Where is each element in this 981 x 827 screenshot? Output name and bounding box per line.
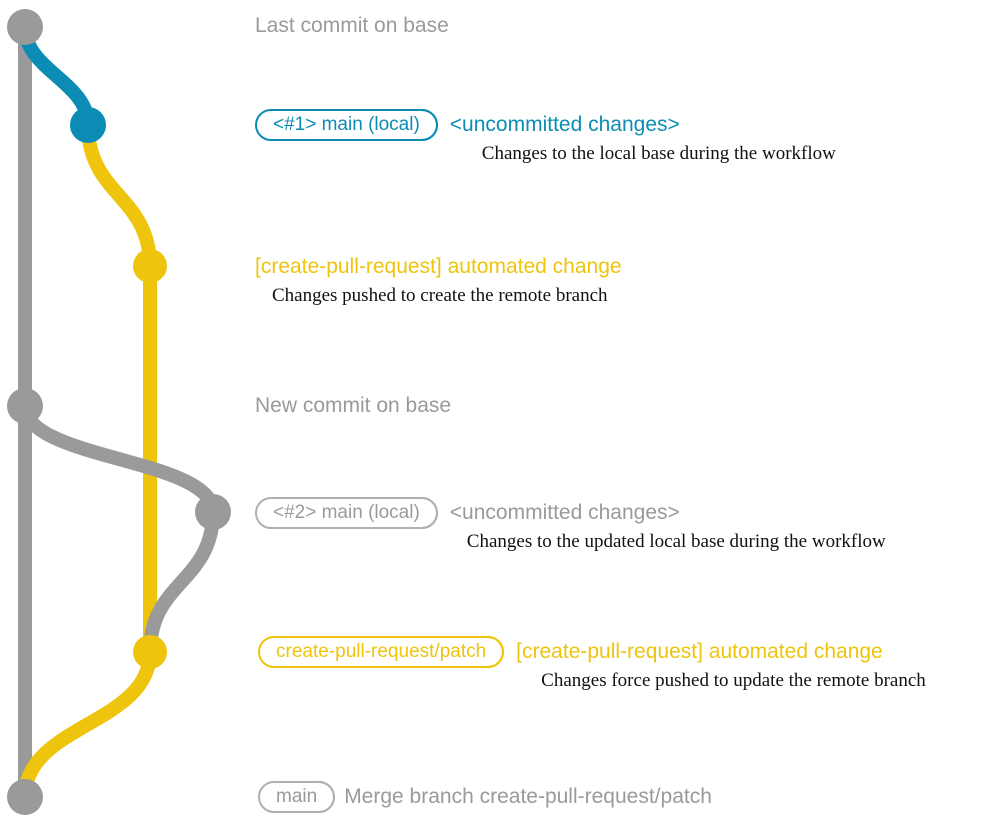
- entry-commit-4-patch-branch: create-pull-request/patch [create-pull-r…: [258, 636, 926, 692]
- node-patch-automated-2: [133, 635, 167, 669]
- entry-new-commit-on-base: New commit on base: [255, 390, 451, 422]
- entry-subtext: Changes to the updated local base during…: [466, 531, 886, 552]
- entry-headline: [create-pull-request] automated change: [255, 255, 622, 278]
- entry-headline: New commit on base: [255, 394, 452, 417]
- entry-commit-3-main-local: <#2> main (local) <uncommitted changes> …: [255, 497, 886, 553]
- entry-commit-2-automated-change: [create-pull-request] automated change C…: [255, 251, 622, 307]
- entry-commit-5-merge: main Merge branch create-pull-request/pa…: [258, 781, 712, 813]
- node-local-uncommitted-2: [195, 494, 231, 530]
- edge-base2-to-local2: [18, 399, 220, 519]
- edge-patch2-to-merge: [18, 645, 157, 804]
- node-base-new-commit: [7, 388, 43, 424]
- node-base-last-commit: [7, 9, 43, 45]
- entry-commit-1-main-local: <#1> main (local) <uncommitted changes> …: [255, 109, 836, 165]
- branch-badge-create-pull-request-patch[interactable]: create-pull-request/patch: [258, 636, 505, 668]
- entry-subtext: Changes to the local base during the wor…: [481, 143, 836, 164]
- branch-badge-main-local-1[interactable]: <#1> main (local): [255, 109, 438, 141]
- entry-headline: Last commit on base: [255, 14, 449, 37]
- entry-headline: Merge branch create-pull-request/patch: [344, 785, 712, 808]
- edge-local1-to-patch1: [81, 118, 157, 273]
- edge-local2-to-patch2: [143, 505, 220, 659]
- entry-headline: <uncommitted changes>: [449, 113, 680, 136]
- entry-headline: [create-pull-request] automated change: [516, 640, 883, 663]
- entry-subtext: Changes force pushed to update the remot…: [541, 670, 926, 691]
- node-main-merge: [7, 779, 43, 815]
- branch-badge-main[interactable]: main: [258, 781, 336, 813]
- node-patch-automated-1: [133, 249, 167, 283]
- node-local-uncommitted-1: [70, 107, 106, 143]
- entry-headline: <uncommitted changes>: [449, 501, 680, 524]
- entry-last-commit-on-base: Last commit on base: [255, 10, 449, 42]
- entry-subtext: Changes pushed to create the remote bran…: [272, 285, 608, 306]
- branch-badge-main-local-2[interactable]: <#2> main (local): [255, 497, 438, 529]
- commit-nodes: [7, 9, 231, 815]
